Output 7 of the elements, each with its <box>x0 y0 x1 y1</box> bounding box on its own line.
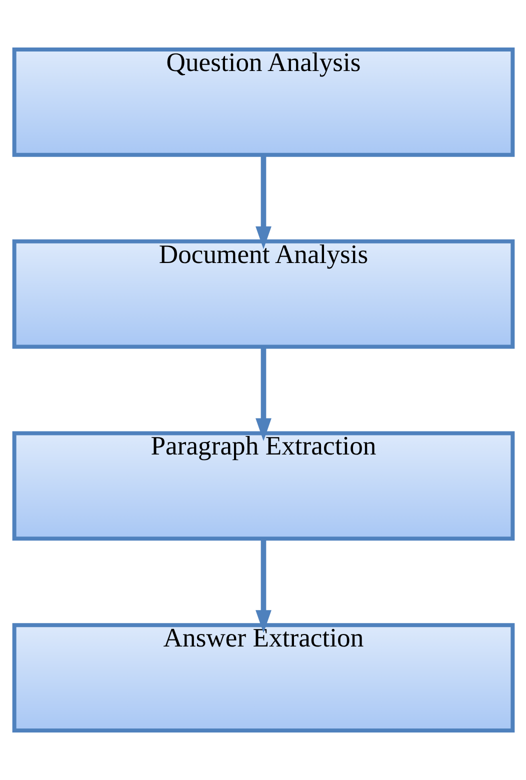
node-box: Question Analysis <box>12 48 514 157</box>
arrow <box>255 155 271 250</box>
node-box: Document Analysis <box>12 239 514 349</box>
node-box: Paragraph Extraction <box>12 431 514 541</box>
arrow <box>255 538 271 633</box>
arrow <box>255 347 271 442</box>
node-box: Answer Extraction <box>12 623 514 732</box>
